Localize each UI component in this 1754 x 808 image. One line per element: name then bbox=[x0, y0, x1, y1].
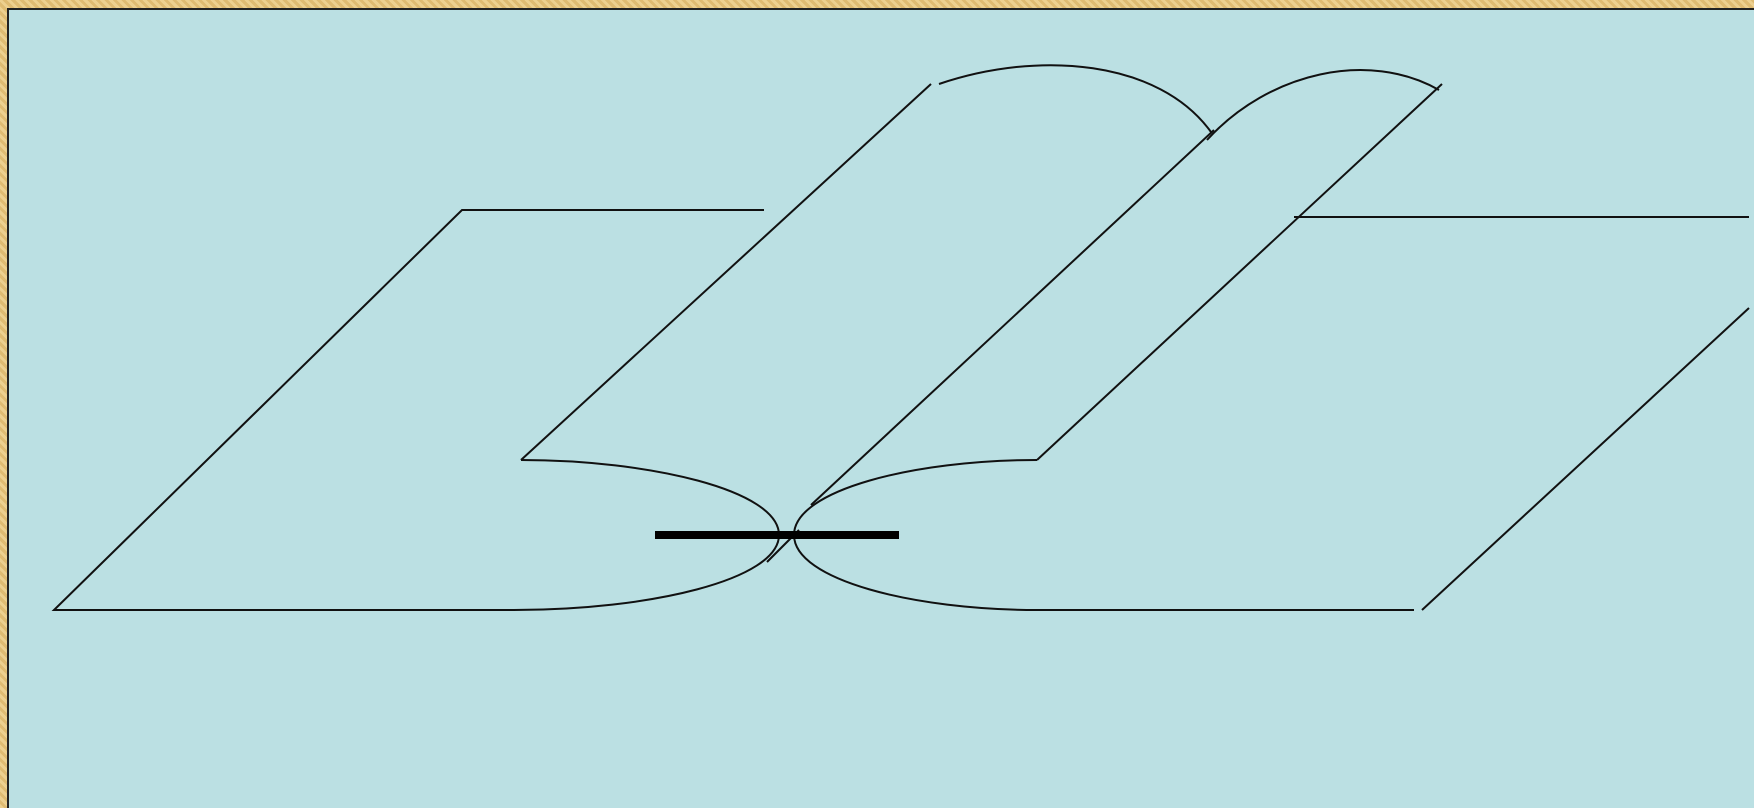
diagram-svg bbox=[9, 10, 1754, 808]
diagram-canvas bbox=[7, 8, 1754, 808]
right-sheet-edge bbox=[1037, 84, 1442, 460]
left-sheet-outline bbox=[521, 84, 931, 460]
right-plane-front-edge bbox=[1422, 308, 1749, 610]
left-sheet-arc bbox=[939, 65, 1211, 132]
left-sheet-back-edge bbox=[811, 130, 1214, 505]
right-sheet-arc bbox=[1207, 70, 1439, 140]
left-plane-outline bbox=[54, 210, 764, 610]
